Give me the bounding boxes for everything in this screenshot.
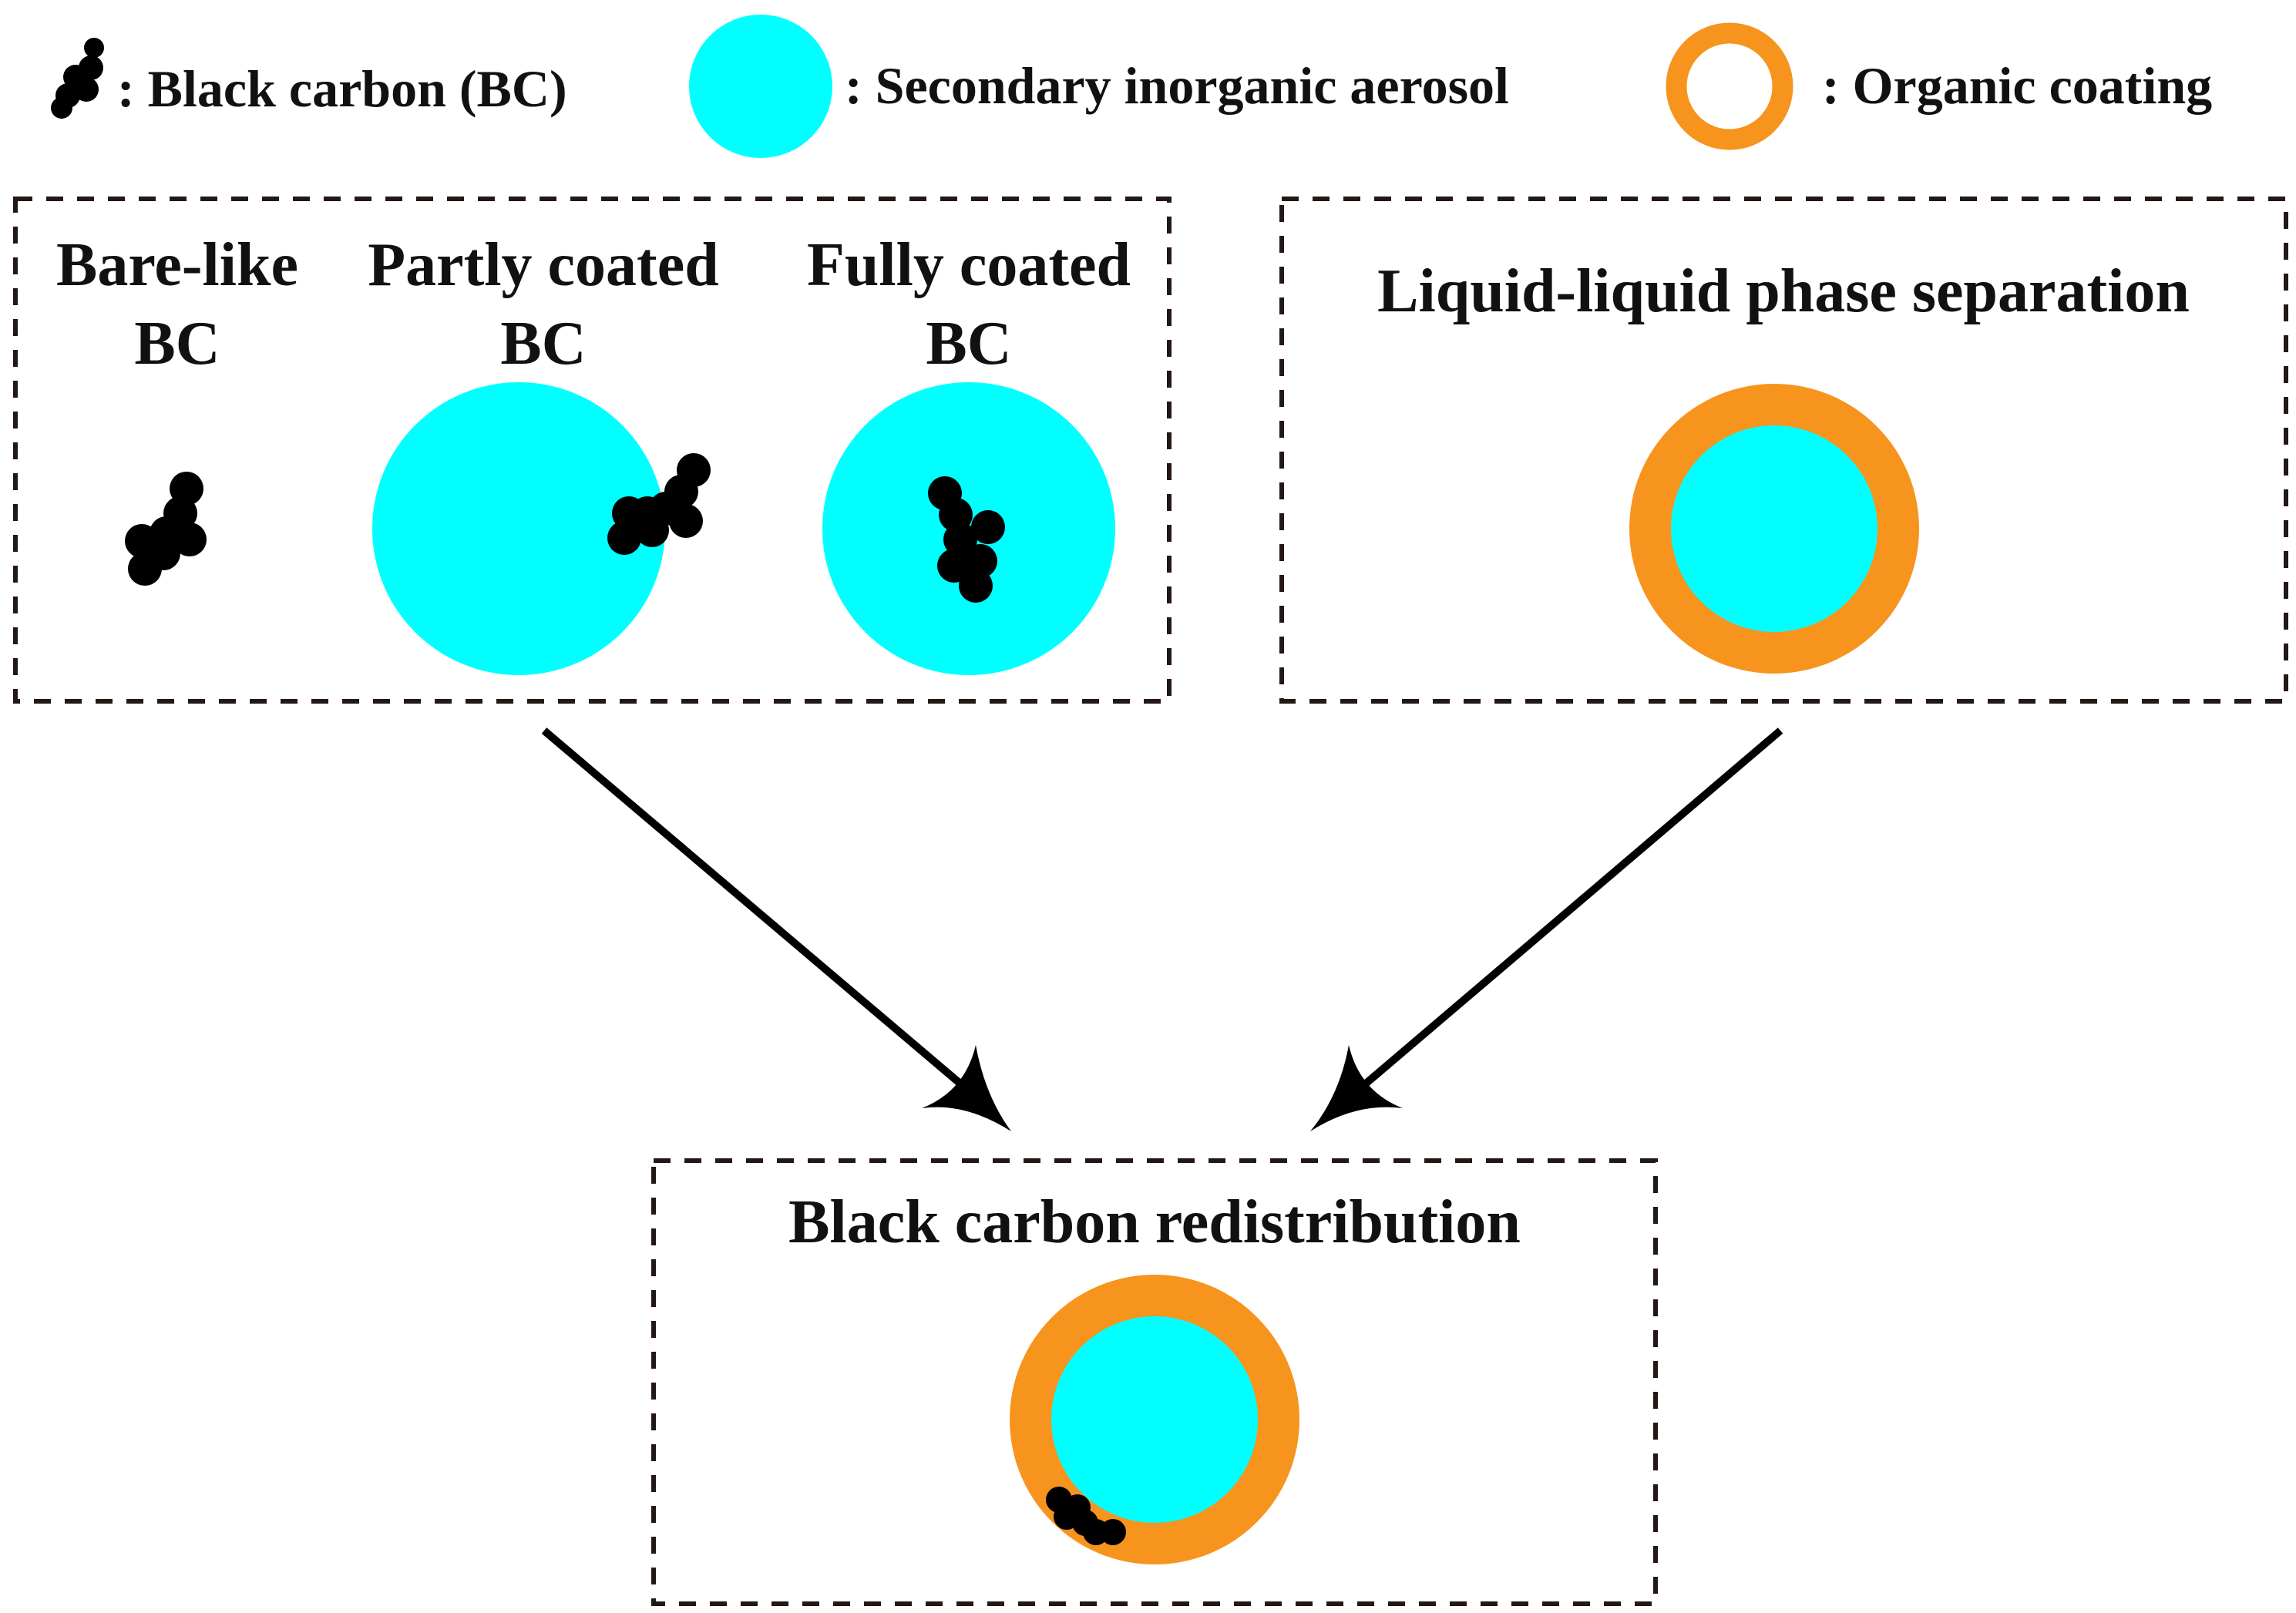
legend-organic-icon (1666, 22, 1793, 150)
fully-coated-label-line1: Fully coated (807, 231, 1131, 299)
llps-box-border (1279, 197, 2288, 704)
fully-coated-label-line2: BC (926, 310, 1011, 378)
redistribution-bc-particle (1046, 1487, 1126, 1545)
redistribution-box: Black carbon redistribution (651, 1158, 1658, 1606)
fully-coated-bc-particle (928, 476, 1005, 603)
partly-coated-label-line1: Partly coated (368, 231, 718, 299)
llps-inorganic-core (1671, 425, 1877, 632)
arrow-right (1310, 728, 1783, 1131)
redistribution-inorganic-core (1051, 1316, 1258, 1523)
legend-organic-label: : Organic coating (1822, 56, 2212, 115)
partly-coated-bc-particle (607, 453, 711, 555)
redistribution-title: Black carbon redistribution (788, 1188, 1521, 1256)
arrow-right-head-icon (1310, 1045, 1403, 1131)
partly-coated-inorganic-particle (372, 382, 665, 675)
legend-inorganic-icon (689, 15, 832, 158)
arrow-left-shaft (541, 728, 974, 1096)
legend: : Black carbon (BC) : Secondary inorgani… (51, 15, 2212, 158)
llps-box: Liquid-liquid phase separation (1279, 197, 2288, 704)
partly-coated-label-line2: BC (500, 310, 586, 378)
bare-like-label-line2: BC (134, 310, 220, 378)
arrow-right-shaft (1352, 728, 1783, 1096)
legend-inorganic-label: : Secondary inorganic aerosol (845, 56, 1509, 115)
llps-title: Liquid-liquid phase separation (1377, 257, 2190, 325)
morphology-box: Bare-like BC Partly coated BC Fully coat… (13, 197, 1172, 704)
arrow-left (541, 728, 1011, 1131)
bare-bc-particle (125, 472, 207, 586)
legend-bc-label: : Black carbon (BC) (117, 59, 567, 118)
morphology-box-border (13, 197, 1172, 704)
legend-bc-icon (51, 38, 104, 119)
redistribution-box-border (651, 1158, 1658, 1606)
arrow-left-head-icon (922, 1045, 1011, 1131)
bare-like-label-line1: Bare-like (56, 231, 298, 299)
